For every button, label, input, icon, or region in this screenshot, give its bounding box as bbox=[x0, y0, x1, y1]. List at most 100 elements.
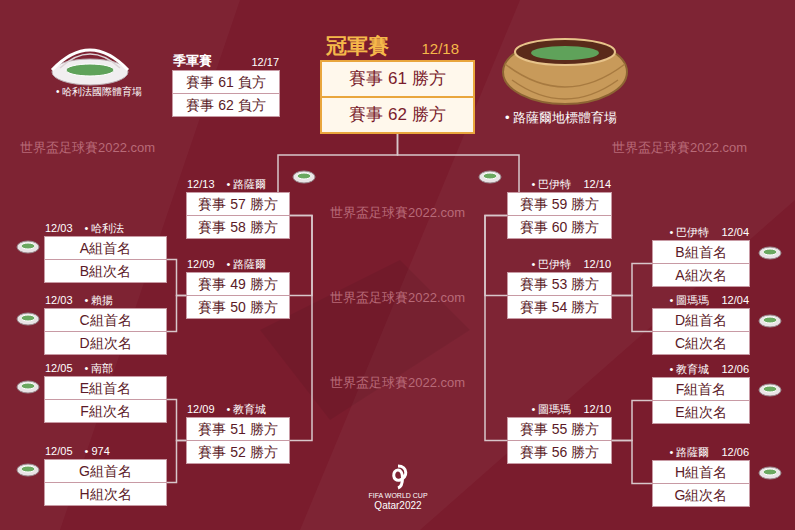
bracket-line bbox=[167, 260, 186, 296]
match-date-venue: • 哈利法 bbox=[85, 222, 125, 235]
team-slot: C組首名 bbox=[45, 309, 166, 331]
match-date-venue: • 巴伊特 bbox=[532, 258, 572, 271]
team-slot: E組次名 bbox=[653, 400, 749, 423]
slot-text: 賽事 57 勝方 bbox=[198, 196, 277, 212]
match-date-venue: 12/04 bbox=[721, 226, 749, 239]
match-date-venue: 12/09 bbox=[187, 258, 215, 271]
watermark: 世界盃足球賽2022.com bbox=[330, 375, 465, 390]
slot-text: 賽事 58 勝方 bbox=[198, 219, 277, 235]
stadium-name: • 路薩爾地標體育場 bbox=[505, 110, 617, 125]
team-slot: A組首名 bbox=[45, 237, 166, 259]
watermark: 世界盃足球賽2022.com bbox=[20, 140, 155, 155]
match-date-venue: • 巴伊特 bbox=[670, 226, 710, 239]
match-header: • 圖瑪瑪 12/04 bbox=[653, 294, 749, 307]
slot-text: 賽事 55 勝方 bbox=[520, 421, 599, 437]
bracket-line bbox=[485, 216, 507, 296]
match-date-venue: 12/03 bbox=[45, 222, 73, 235]
match-header: • 巴伊特 12/10 bbox=[508, 258, 611, 271]
round-title: 冠軍賽 bbox=[326, 34, 389, 58]
slot-text: 賽事 49 勝方 bbox=[198, 276, 277, 292]
slot-text: B組首名 bbox=[675, 244, 726, 260]
team-slot: 賽事 62 勝方 bbox=[322, 96, 473, 132]
logo-text: FIFA WORLD CUP bbox=[358, 491, 438, 500]
bracket-line bbox=[167, 400, 186, 441]
team-slot: F組首名 bbox=[653, 378, 749, 400]
khalifa-stadium bbox=[52, 50, 128, 85]
slot-text: B組次名 bbox=[80, 263, 131, 279]
team-slot: H組首名 bbox=[653, 461, 749, 483]
match-date-venue: • 南部 bbox=[85, 362, 114, 375]
match-box: • 巴伊特12/14賽事 59 勝方賽事 60 勝方 bbox=[507, 192, 612, 239]
match-header: 季軍賽12/17 bbox=[173, 53, 279, 69]
match-header: 12/03 • 哈利法 bbox=[45, 222, 166, 235]
team-slot: D組首名 bbox=[653, 309, 749, 331]
venue-icons bbox=[17, 171, 781, 479]
match-box: • 巴伊特12/10賽事 53 勝方賽事 54 勝方 bbox=[507, 272, 612, 319]
team-slot: A組次名 bbox=[653, 263, 749, 286]
slot-text: 賽事 54 勝方 bbox=[520, 299, 599, 315]
match-box: • 圖瑪瑪12/04D組首名C組次名 bbox=[652, 308, 750, 355]
team-slot: 賽事 61 勝方 bbox=[322, 62, 473, 96]
team-slot: 賽事 55 勝方 bbox=[508, 418, 611, 440]
match-date-venue: • 教育城 bbox=[227, 403, 267, 416]
match-date-venue: 12/13 bbox=[187, 178, 215, 191]
team-slot: 賽事 58 勝方 bbox=[187, 215, 289, 238]
slot-text: E組次名 bbox=[675, 404, 726, 420]
bracket-line bbox=[167, 441, 186, 483]
team-slot: 賽事 59 勝方 bbox=[508, 193, 611, 215]
match-box: • 教育城12/06F組首名E組次名 bbox=[652, 377, 750, 424]
match-date-venue: • 巴伊特 bbox=[532, 178, 572, 191]
match-date-venue: 12/06 bbox=[721, 446, 749, 459]
team-slot: C組次名 bbox=[653, 331, 749, 354]
slot-text: 賽事 53 勝方 bbox=[520, 276, 599, 292]
team-slot: 賽事 61 負方 bbox=[173, 71, 279, 93]
match-date: 12/18 bbox=[421, 40, 459, 58]
slot-text: G組次名 bbox=[675, 487, 728, 503]
match-date-venue: • 圖瑪瑪 bbox=[532, 403, 572, 416]
match-box: 12/09• 路薩爾賽事 49 勝方賽事 50 勝方 bbox=[186, 272, 290, 319]
match-header: • 路薩爾 12/06 bbox=[653, 446, 749, 459]
match-date-venue: 12/05 bbox=[45, 445, 73, 458]
match-date-venue: • 974 bbox=[85, 445, 110, 458]
team-slot: 賽事 50 勝方 bbox=[187, 295, 289, 318]
slot-text: 賽事 59 勝方 bbox=[520, 196, 599, 212]
slot-text: 賽事 62 負方 bbox=[186, 97, 265, 113]
bracket-line bbox=[398, 134, 520, 192]
team-slot: 賽事 52 勝方 bbox=[187, 440, 289, 463]
match-header: • 巴伊特12/14 bbox=[508, 178, 611, 191]
light-band bbox=[300, 0, 795, 530]
bracket-line bbox=[290, 216, 312, 441]
match-header: 12/13• 路薩爾 bbox=[187, 178, 289, 191]
match-date-venue: 12/09 bbox=[187, 403, 215, 416]
match-date-venue: 12/04 bbox=[721, 294, 749, 307]
slot-text: F組首名 bbox=[676, 381, 727, 397]
match-box: 12/03• 哈利法A組首名B組次名 bbox=[44, 236, 167, 283]
team-slot: B組次名 bbox=[45, 259, 166, 282]
bracket-line bbox=[612, 296, 652, 332]
watermark: 世界盃足球賽2022.com bbox=[330, 290, 465, 305]
match-date-venue: • 路薩爾 bbox=[670, 446, 710, 459]
stadium-name: • 哈利法國際體育場 bbox=[56, 86, 142, 98]
slot-text: H組首名 bbox=[675, 464, 727, 480]
team-slot: G組次名 bbox=[653, 483, 749, 506]
match-date-venue: 12/10 bbox=[583, 258, 611, 271]
team-slot: 賽事 62 負方 bbox=[173, 93, 279, 116]
bracket-line bbox=[278, 134, 398, 192]
team-slot: 賽事 56 勝方 bbox=[508, 440, 611, 463]
team-slot: 賽事 49 勝方 bbox=[187, 273, 289, 295]
match-date-venue: 12/10 bbox=[583, 403, 611, 416]
match-date-venue: • 圖瑪瑪 bbox=[670, 294, 710, 307]
slot-text: 賽事 61 勝方 bbox=[349, 69, 445, 88]
match-date-venue: • 路薩爾 bbox=[227, 258, 267, 271]
slot-text: E組首名 bbox=[80, 380, 131, 396]
slot-text: A組次名 bbox=[675, 267, 726, 283]
bracket-line bbox=[290, 216, 312, 296]
team-slot: F組次名 bbox=[45, 399, 166, 422]
shade-band bbox=[260, 260, 470, 420]
match-box: 12/09• 教育城賽事 51 勝方賽事 52 勝方 bbox=[186, 417, 290, 464]
team-slot: 賽事 57 勝方 bbox=[187, 193, 289, 215]
slot-text: F組次名 bbox=[80, 403, 131, 419]
match-box: 12/13• 路薩爾賽事 57 勝方賽事 58 勝方 bbox=[186, 192, 290, 239]
watermark: 世界盃足球賽2022.com bbox=[330, 205, 465, 220]
